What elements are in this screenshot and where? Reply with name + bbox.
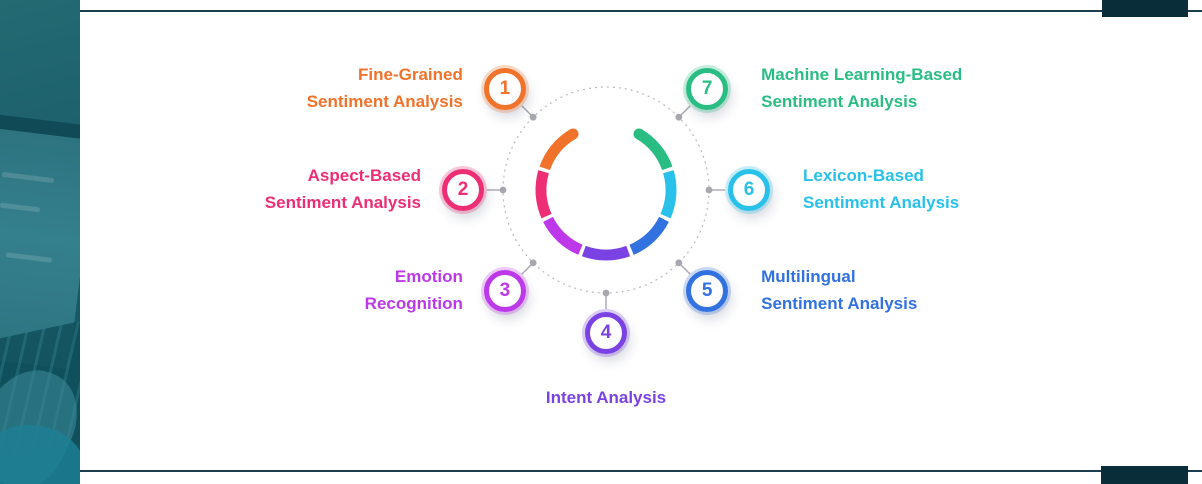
- ring-segment-6: [660, 170, 677, 219]
- ring-segment-2: [535, 170, 552, 219]
- ring-segment-5: [629, 216, 669, 255]
- item-label-3: Emotion Recognition: [364, 267, 463, 314]
- connector-dot-2: [499, 186, 507, 194]
- ring-segment-1: [539, 129, 576, 171]
- connector-dot-5: [675, 259, 683, 267]
- bottom-rule-line: [80, 470, 1202, 472]
- number-badge-6: 6: [728, 169, 770, 211]
- number-badge-5: 5: [686, 270, 729, 313]
- dotted-circle: [502, 86, 710, 294]
- bottom-accent-box: [1101, 466, 1188, 484]
- top-rule-line: [80, 10, 1202, 12]
- ring-segment-7: [636, 129, 673, 171]
- connector-line-1: [521, 105, 534, 118]
- item-label-2: Aspect-Based Sentiment Analysis: [264, 166, 421, 212]
- number-badge-4: 4: [585, 312, 627, 354]
- connector-dot-4: [602, 289, 610, 297]
- connector-line-7: [678, 105, 691, 118]
- top-accent-box: [1102, 0, 1188, 17]
- number-badge-7: 7: [686, 67, 729, 110]
- connector-line-3: [521, 262, 534, 275]
- ring-segment-tip: [567, 128, 579, 140]
- item-label-4: Intent Analysis: [545, 388, 667, 407]
- item-label-1: Fine-Grained Sentiment Analysis: [306, 64, 463, 111]
- ring-segment-tip: [633, 128, 645, 140]
- item-label-6: Lexicon-Based Sentiment Analysis: [803, 166, 960, 212]
- connector-dot-1: [529, 113, 537, 121]
- number-badge-1: 1: [483, 67, 526, 110]
- number-badge-3: 3: [483, 270, 526, 313]
- left-photo-strip: [0, 0, 80, 484]
- connector-dot-7: [675, 113, 683, 121]
- connector-dot-3: [529, 259, 537, 267]
- ring-segment-3: [543, 216, 583, 255]
- connector-dot-6: [705, 186, 713, 194]
- ring-segment-4: [581, 245, 631, 261]
- connector-line-5: [678, 262, 691, 275]
- item-label-7: Machine Learning-Based Sentiment Analysi…: [761, 64, 963, 111]
- number-badge-2: 2: [442, 169, 484, 211]
- item-label-5: Multilingual Sentiment Analysis: [761, 267, 918, 314]
